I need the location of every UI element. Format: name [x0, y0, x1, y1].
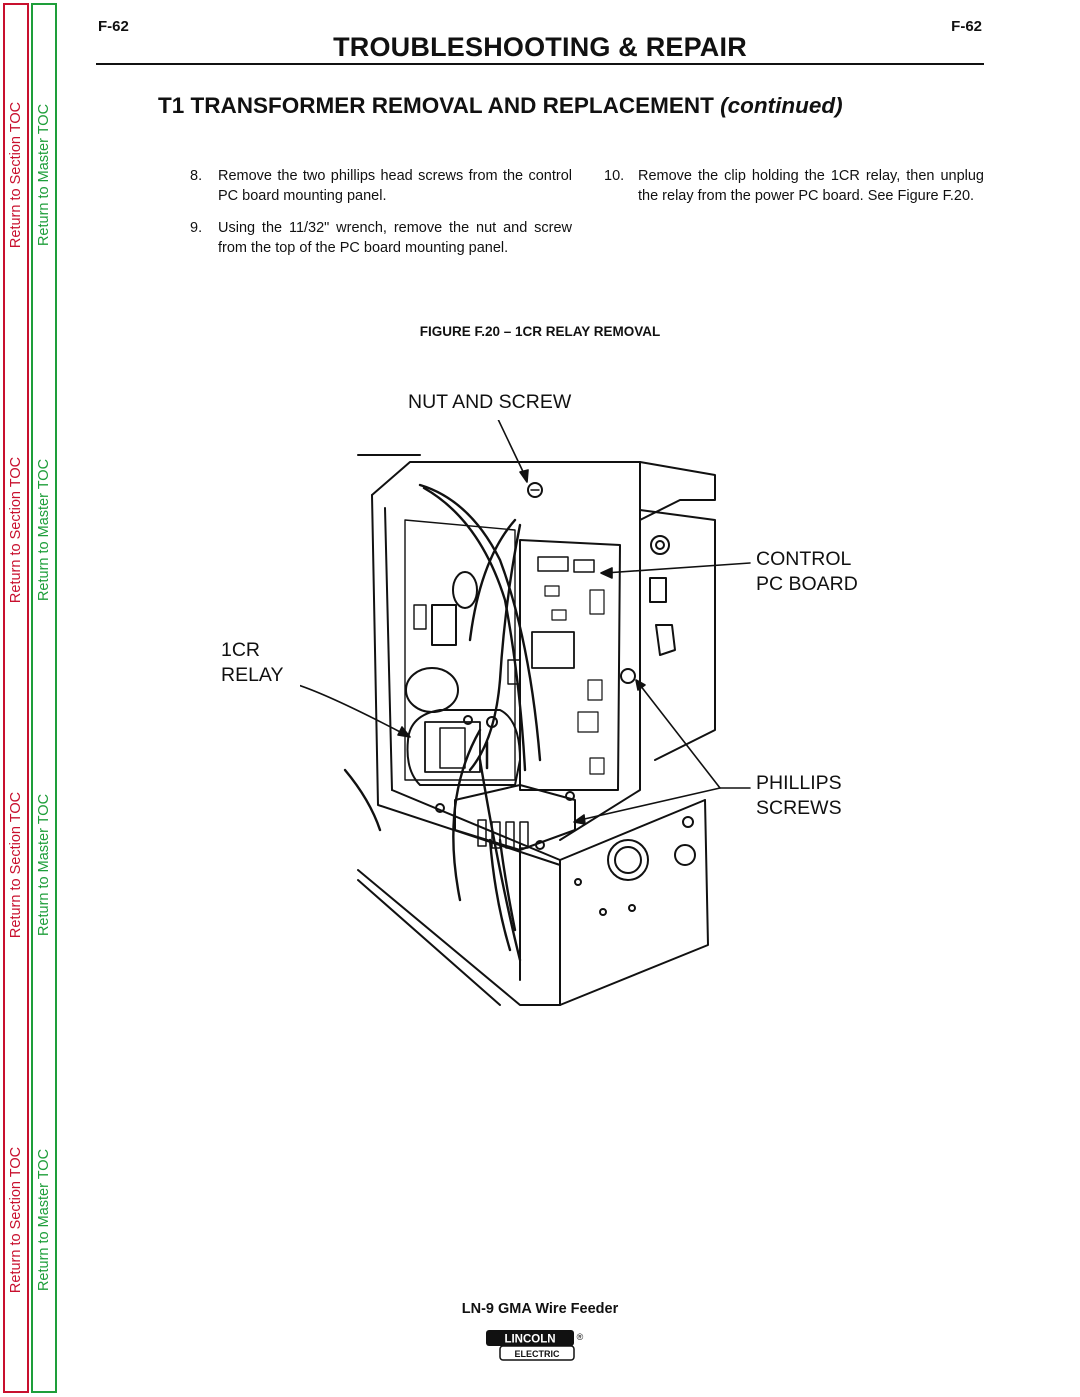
relay-1cr — [406, 709, 521, 786]
logo-electric-text: ELECTRIC — [515, 1349, 561, 1359]
return-to-section-toc-link[interactable]: Return to Section TOC — [8, 1146, 24, 1294]
callout-control-pc-board: CONTROL PC BOARD — [756, 547, 858, 597]
master-toc-column: Return to Master TOC Return to Master TO… — [31, 3, 57, 1393]
return-to-section-toc-link[interactable]: Return to Section TOC — [8, 791, 24, 939]
front-panel-controls — [574, 535, 696, 916]
step-text: Remove the two phillips head screws from… — [218, 168, 572, 204]
wire-harness — [343, 483, 542, 962]
return-to-section-toc-link[interactable]: Return to Section TOC — [8, 456, 24, 604]
return-to-master-toc-link[interactable]: Return to Master TOC — [36, 458, 52, 602]
callout-line: PC BOARD — [756, 573, 858, 595]
step-number: 8. — [190, 168, 203, 184]
control-pc-board — [519, 482, 636, 791]
return-to-master-toc-link[interactable]: Return to Master TOC — [36, 103, 52, 247]
step-8: 8. Remove the two phillips head screws f… — [190, 167, 572, 206]
step-text: Using the 11/32" wrench, remove the nut … — [218, 220, 572, 256]
section-heading-continued: (continued) — [720, 93, 843, 118]
return-to-master-toc-link[interactable]: Return to Master TOC — [36, 1148, 52, 1292]
callout-phillips-screws: PHILLIPS SCREWS — [756, 771, 842, 821]
callout-nut-and-screw: NUT AND SCREW — [408, 391, 572, 413]
logo-lincoln-text: LINCOLN — [504, 1334, 555, 1346]
lincoln-electric-logo: LINCOLN ELECTRIC ® — [486, 1330, 584, 1361]
figure-caption: FIGURE F.20 – 1CR RELAY REMOVAL — [419, 324, 661, 339]
relay-removal-illustration — [300, 420, 751, 1006]
page-number-left: F-62 — [98, 18, 129, 35]
section-toc-column: Return to Section TOC Return to Section … — [3, 3, 29, 1393]
page-number-right: F-62 — [951, 18, 982, 35]
callout-line: RELAY — [221, 664, 284, 686]
callout-line: 1CR — [221, 639, 261, 661]
page-title: TROUBLESHOOTING & REPAIR — [333, 32, 747, 62]
callout-line: CONTROL — [756, 548, 852, 570]
section-heading-main: T1 TRANSFORMER REMOVAL AND REPLACEMENT — [158, 93, 714, 118]
return-to-master-toc-link[interactable]: Return to Master TOC — [36, 793, 52, 937]
callout-1cr-relay: 1CR RELAY — [221, 638, 284, 688]
callout-line: PHILLIPS — [756, 772, 842, 794]
title-divider — [96, 63, 984, 65]
step-10: 10. Remove the clip holding the 1CR rela… — [604, 167, 984, 206]
section-heading: T1 TRANSFORMER REMOVAL AND REPLACEMENT (… — [158, 93, 843, 119]
step-9: 9. Using the 11/32" wrench, remove the n… — [190, 219, 572, 258]
footer-product-name: LN-9 GMA Wire Feeder — [461, 1301, 619, 1317]
step-number: 10. — [604, 168, 625, 184]
callout-line: SCREWS — [756, 797, 842, 819]
registered-mark: ® — [577, 1332, 584, 1342]
step-number: 9. — [190, 220, 203, 236]
return-to-section-toc-link[interactable]: Return to Section TOC — [8, 101, 24, 249]
step-text: Remove the clip holding the 1CR relay, t… — [638, 168, 984, 204]
